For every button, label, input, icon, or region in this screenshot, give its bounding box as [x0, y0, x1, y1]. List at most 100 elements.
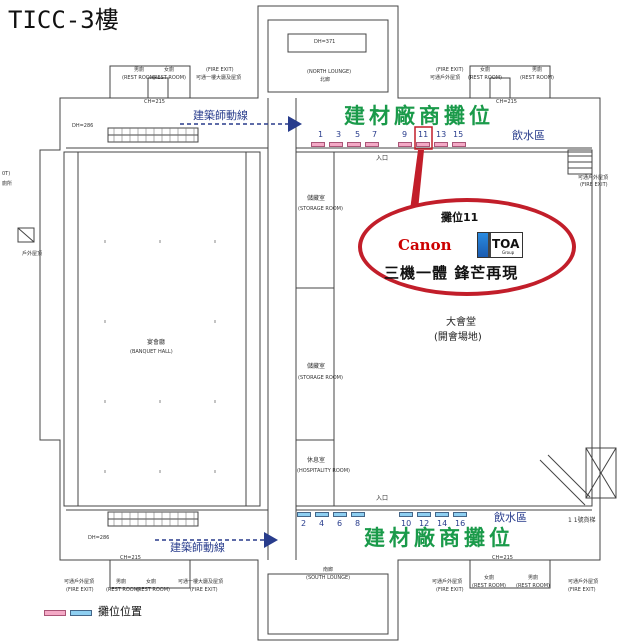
dimension-code: CH=215	[144, 99, 165, 105]
fire-exit-bl-en: (FIRE EXIT)	[66, 587, 94, 593]
booth-number: 5	[355, 130, 361, 139]
restroom-women-bl-en: (REST ROOM)	[136, 587, 171, 593]
legend-label: 攤位位置	[98, 605, 142, 618]
booth-number: 7	[372, 130, 378, 139]
fire-exit-tr-en: (FIRE EXIT)	[436, 67, 464, 73]
restroom-men-tl: 男廁	[134, 67, 145, 73]
north-lounge-label: 北廊	[320, 77, 331, 83]
booth-slot	[435, 512, 449, 517]
booth-number: 9	[402, 130, 408, 139]
fire-exit-right-en: (FIRE EXIT)	[580, 182, 608, 188]
restroom-men-tr: 男廁	[532, 67, 543, 73]
booth-number-11: 11	[418, 130, 429, 139]
restroom-women-tr-en: (REST ROOM)	[468, 75, 503, 81]
booth-number: 8	[355, 519, 361, 528]
restroom-women-br-en: (REST ROOM)	[472, 583, 507, 589]
booth-number: 2	[301, 519, 307, 528]
architect-route-arrow-top	[180, 116, 302, 132]
left-restroom-fragment: 0T)	[2, 171, 11, 177]
dimension-code: DH=371	[314, 39, 336, 45]
booth-slot	[333, 512, 347, 517]
toa-logo-text: TOA	[492, 237, 520, 251]
legend-swatch-pink	[44, 610, 66, 616]
left-roof: 戶外屋頂	[22, 251, 43, 257]
auditorium-sub: (開會場地)	[434, 332, 482, 343]
architect-route-label-bottom: 建築師動線	[170, 541, 225, 554]
booth-number: 16	[455, 519, 466, 528]
vendor-banner-top: 建材廠商攤位	[344, 104, 494, 128]
booth-number: 3	[336, 130, 342, 139]
dimension-code: CH=215	[496, 99, 517, 105]
booth-slot	[365, 142, 379, 147]
restroom-women-tr: 女廁	[480, 67, 491, 73]
dimension-code: DH=286	[88, 535, 110, 541]
restroom-women-bl: 女廁	[146, 579, 157, 585]
restroom-men-bl: 男廁	[116, 579, 127, 585]
booth-11-callout	[358, 198, 576, 296]
restroom-women-tl-en: (REST ROOM)	[152, 75, 187, 81]
booth-slot	[398, 142, 412, 147]
restroom-men-tr-en: (REST ROOM)	[520, 75, 555, 81]
restroom-men-tl-en: (REST ROOM)	[122, 75, 157, 81]
hospitality-room-label: 休息室	[307, 457, 326, 464]
banquet-hall-room	[63, 151, 261, 507]
booth-slot-11	[416, 142, 430, 147]
hospitality-room-en: (HOSPITALITY ROOM)	[297, 468, 350, 474]
entrance-top: 入口	[376, 155, 389, 162]
fire-exit-right: 可通戶外屋頂	[578, 175, 609, 181]
restroom-women-br: 女廁	[484, 575, 495, 581]
outer-wall	[39, 5, 601, 641]
north-lounge-room	[267, 19, 389, 93]
toa-logo: TOA Group	[477, 232, 523, 258]
booth-number: 12	[419, 519, 430, 528]
dimension-code: CH=215	[492, 555, 513, 561]
dimension-code: DH=286	[72, 123, 94, 129]
left-restroom: 廁所	[2, 181, 13, 187]
dimension-code: CH=215	[120, 555, 141, 561]
storage-room-1-label: 儲藏室	[307, 195, 326, 202]
banquet-hall-en: (BANQUET HALL)	[130, 349, 173, 355]
map-title: TICC-3樓	[8, 6, 119, 34]
booth-number: 6	[337, 519, 343, 528]
restroom-men-br-en: (REST ROOM)	[516, 583, 551, 589]
restroom-men-br: 男廁	[528, 575, 539, 581]
south-lounge-label: 南廊	[323, 567, 334, 573]
booth-slot	[434, 142, 448, 147]
storage-room-2-en: (STORAGE ROOM)	[298, 375, 343, 381]
architect-route-label-top: 建築師動線	[193, 109, 248, 122]
freight-elevator-label: 1 1號貨梯	[568, 517, 596, 524]
booth-slot	[452, 142, 466, 147]
fire-exit-br-far: 可通戶外屋頂	[568, 579, 599, 585]
canon-logo: Canon	[398, 236, 452, 254]
toa-k-mark-icon	[478, 233, 488, 257]
fire-exit-tl: 可通一樓大廳及屋頂	[196, 75, 242, 81]
callout-slogan: 三機一體 鋒芒再現	[384, 264, 519, 282]
vendor-banner-bottom: 建材廠商攤位	[364, 526, 514, 550]
drink-area-top: 飲水區	[512, 129, 545, 142]
fire-exit-bl: 可通戶外屋頂	[64, 579, 95, 585]
fire-exit-br-en: (FIRE EXIT)	[436, 587, 464, 593]
storage-room-2-label: 儲藏室	[307, 363, 326, 370]
callout-heading: 攤位11	[441, 211, 479, 224]
booth-number: 13	[436, 130, 447, 139]
booth-number: 15	[453, 130, 464, 139]
booth-slot	[311, 142, 325, 147]
booth-slot	[329, 142, 343, 147]
booth-slot	[297, 512, 311, 517]
booth-number: 4	[319, 519, 325, 528]
booth-slot	[351, 512, 365, 517]
legend-swatch-blue	[70, 610, 92, 616]
booth-slot	[417, 512, 431, 517]
fire-exit-tr: 可通戶外屋頂	[430, 75, 461, 81]
fire-exit-tl-en: (FIRE EXIT)	[206, 67, 234, 73]
booth-slot	[315, 512, 329, 517]
booth-slot	[453, 512, 467, 517]
drink-area-bottom: 飲水區	[494, 511, 527, 524]
auditorium-label: 大會堂	[446, 317, 476, 328]
freight-elevator	[585, 447, 617, 499]
south-lounge-room	[267, 573, 389, 635]
callout-pointer	[410, 150, 424, 210]
fire-exit-bl2-en: (FIRE EXIT)	[190, 587, 218, 593]
booth-number: 1	[318, 130, 324, 139]
